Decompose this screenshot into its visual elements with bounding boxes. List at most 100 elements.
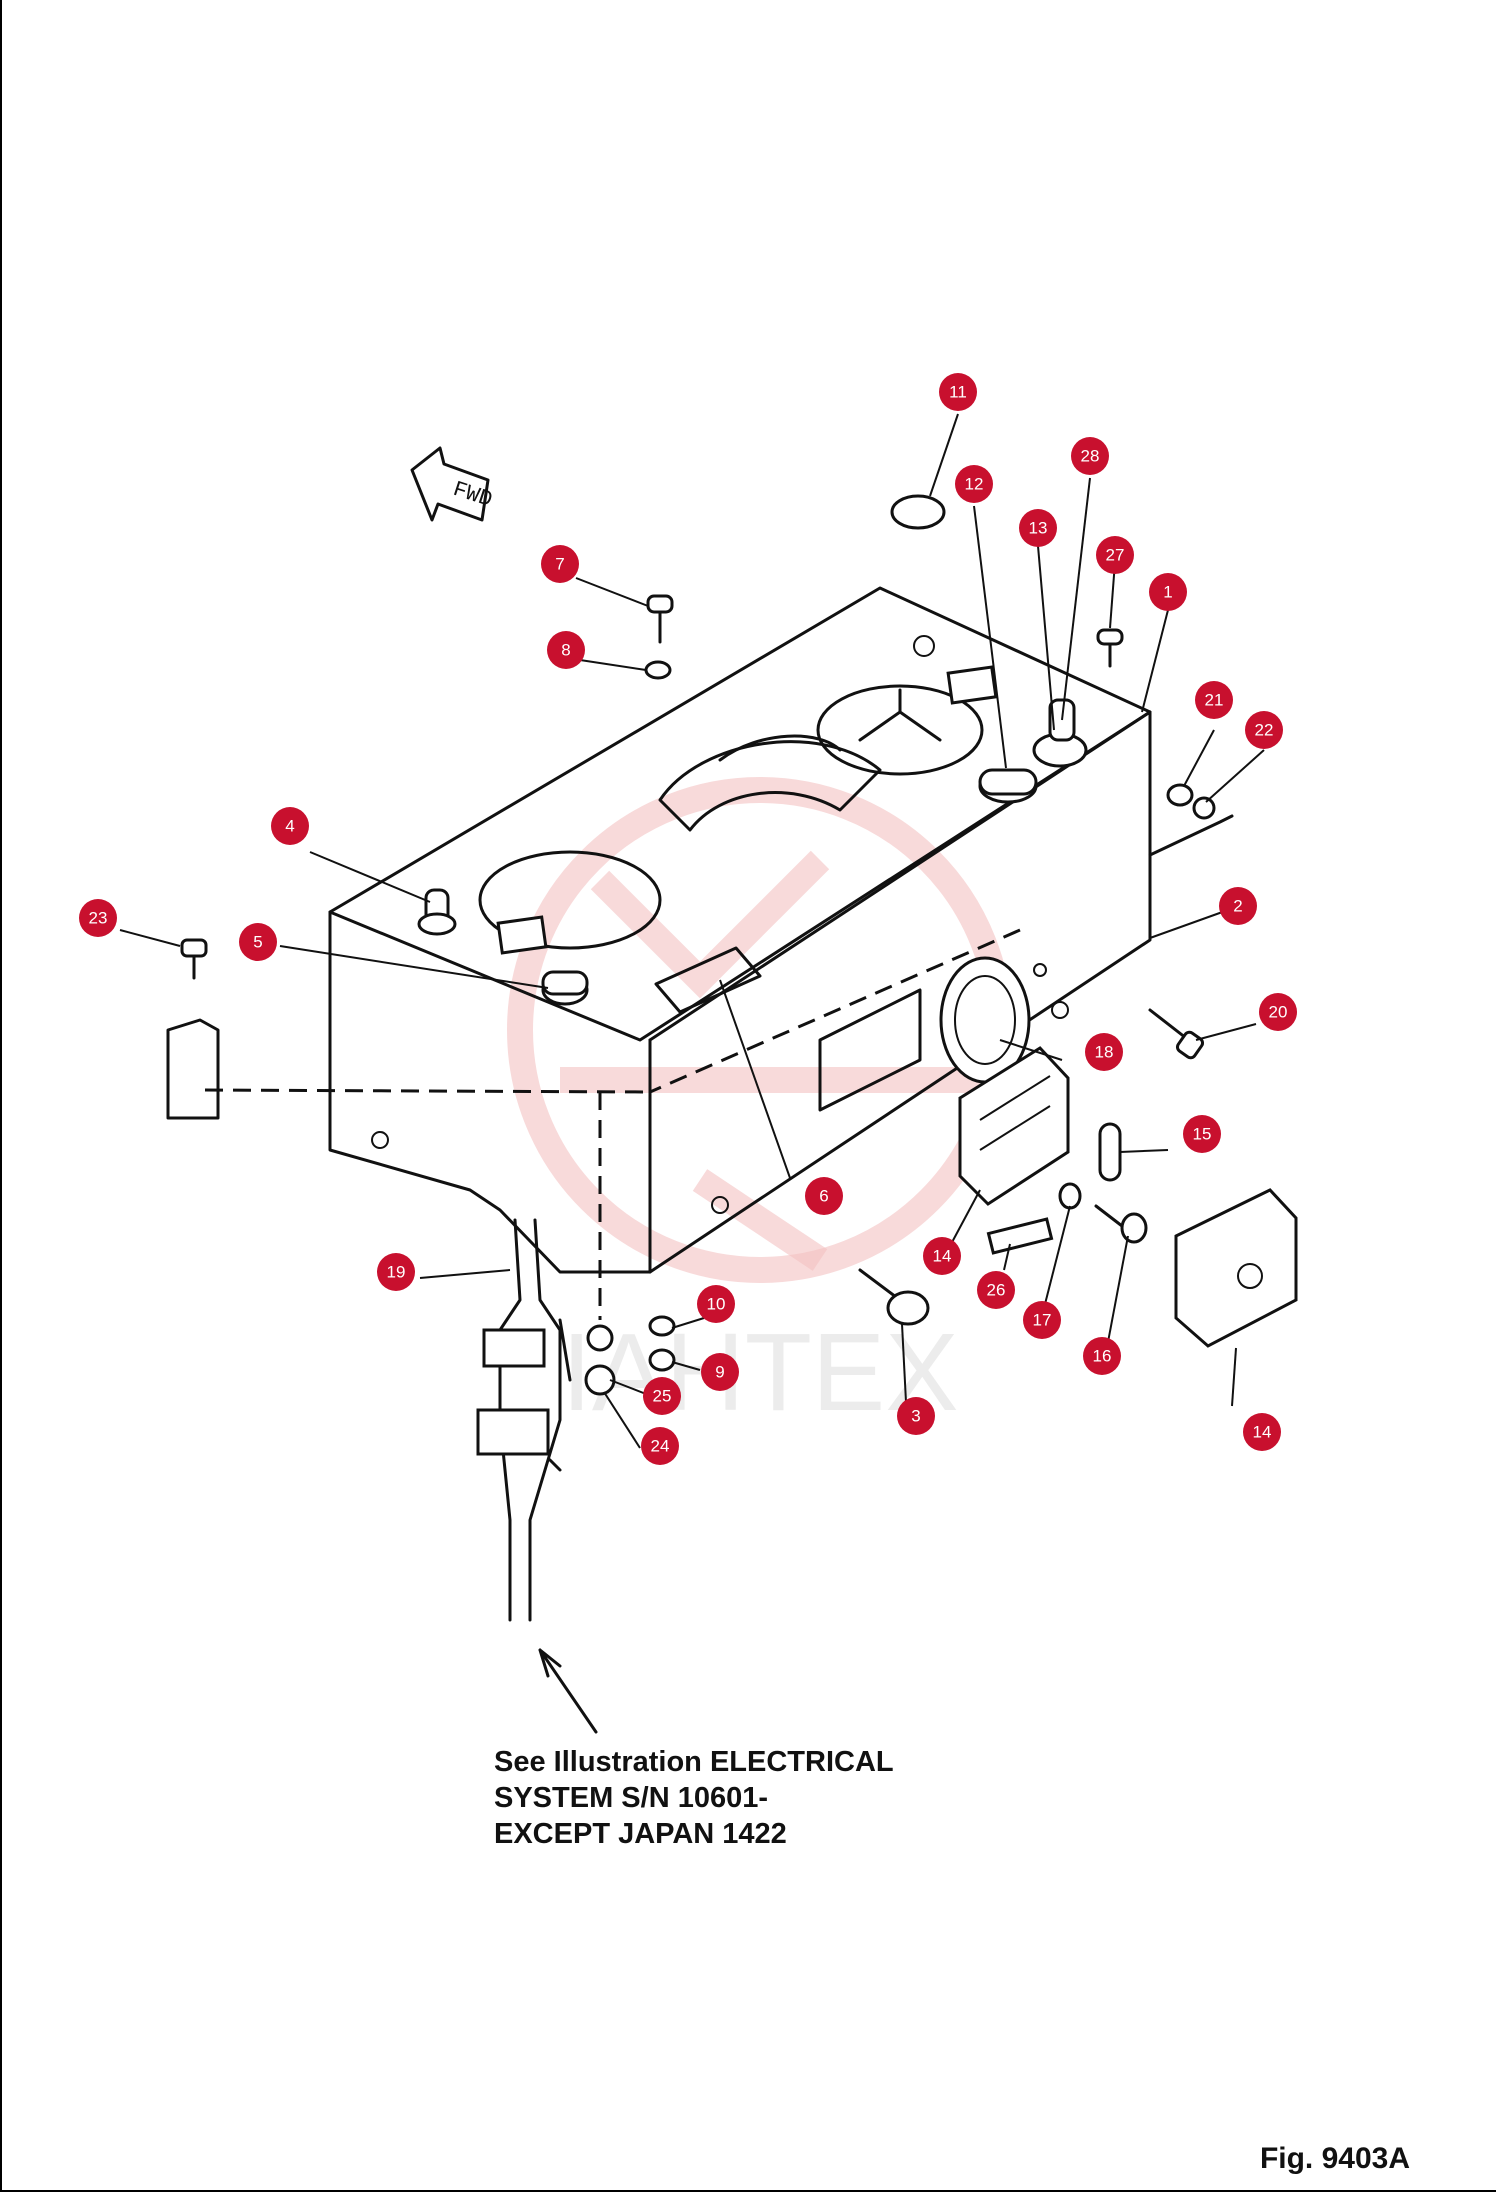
callout-13: 13: [1019, 509, 1057, 547]
callout-circle: [1243, 1413, 1281, 1451]
callout-19: 19: [377, 1253, 415, 1291]
part-screw-16: [1094, 1204, 1148, 1244]
callout-16: 16: [1083, 1337, 1121, 1375]
callout-2: 2: [1219, 887, 1257, 925]
callout-6: 6: [805, 1177, 843, 1215]
callout-number: 27: [1106, 546, 1125, 565]
callout-circle: [1096, 536, 1134, 574]
callout-circle: [1195, 681, 1233, 719]
callout-circle: [1071, 437, 1109, 475]
callout-circle: [805, 1177, 843, 1215]
callout-number: 6: [819, 1187, 828, 1206]
part-plate-26: [986, 1217, 1054, 1255]
callout-number: 17: [1033, 1311, 1052, 1330]
callout-number: 13: [1029, 519, 1048, 538]
callout-number: 16: [1093, 1347, 1112, 1366]
callout-26: 26: [977, 1271, 1015, 1309]
callout-9: 9: [701, 1353, 739, 1391]
callout-number: 24: [651, 1437, 670, 1456]
part-cover-14: [1174, 1188, 1298, 1348]
leader-arrow: [538, 1648, 598, 1734]
console-housing: [166, 586, 1152, 1320]
part-harness-19: [476, 1218, 572, 1622]
callout-circle: [1085, 1033, 1123, 1071]
callout-1: 1: [1149, 573, 1187, 611]
callout-24: 24: [641, 1427, 679, 1465]
callout-circle: [923, 1237, 961, 1275]
callout-number: 25: [653, 1387, 672, 1406]
callout-number: 9: [715, 1363, 724, 1382]
note-line-3: EXCEPT JAPAN 1422: [494, 1818, 787, 1850]
callout-23: 23: [79, 899, 117, 937]
part-toggle-switch: [417, 888, 457, 936]
callout-21: 21: [1195, 681, 1233, 719]
callout-number: 11: [949, 383, 967, 402]
callout-14: 14: [1243, 1413, 1281, 1451]
callout-22: 22: [1245, 711, 1283, 749]
callout-number: 26: [987, 1281, 1006, 1300]
callout-14: 14: [923, 1237, 961, 1275]
callout-7: 7: [541, 545, 579, 583]
callout-circle: [1259, 993, 1297, 1031]
callout-circle: [1149, 573, 1187, 611]
part-screw-7: [646, 594, 674, 644]
callout-5: 5: [239, 923, 277, 961]
callout-8: 8: [547, 631, 585, 669]
callout-number: 2: [1233, 897, 1242, 916]
callout-11: 11: [939, 373, 977, 411]
part-gauge-18: [939, 956, 1031, 1084]
callout-15: 15: [1183, 1115, 1221, 1153]
part-fuse-box-14: [958, 1046, 1070, 1206]
callout-28: 28: [1071, 437, 1109, 475]
callout-27: 27: [1096, 536, 1134, 574]
part-knob: [541, 970, 589, 1006]
callout-number: 14: [1253, 1423, 1272, 1442]
callout-number: 21: [1205, 691, 1224, 710]
callout-number: 22: [1255, 721, 1274, 740]
callout-leaders: [119, 413, 1265, 1449]
callout-20: 20: [1259, 993, 1297, 1031]
callout-circle: [541, 545, 579, 583]
part-washer-22: [1192, 796, 1216, 820]
part-indicator-12: [978, 768, 1038, 804]
callout-circle: [641, 1427, 679, 1465]
callout-number: 7: [555, 555, 564, 574]
callout-circle: [977, 1271, 1015, 1309]
callout-4: 4: [271, 807, 309, 845]
callout-circle: [79, 899, 117, 937]
callout-circle: [1023, 1301, 1061, 1339]
callout-number: 1: [1163, 583, 1172, 602]
part-nut-21: [1166, 783, 1194, 807]
callout-circle: [939, 373, 977, 411]
callout-number: 3: [911, 1407, 920, 1426]
note-line-1: See Illustration ELECTRICAL: [494, 1746, 894, 1778]
watermark-text: IAHTEX: [561, 1311, 958, 1434]
callout-circle: [377, 1253, 415, 1291]
callout-circle: [897, 1397, 935, 1435]
callout-circle: [643, 1377, 681, 1415]
callout-circle: [239, 923, 277, 961]
callout-17: 17: [1023, 1301, 1061, 1339]
callout-circle: [271, 807, 309, 845]
callout-circle: [1019, 509, 1057, 547]
callout-number: 4: [285, 817, 294, 836]
callout-circle: [697, 1285, 735, 1323]
part-screw-23: [180, 938, 208, 980]
callout-number: 20: [1269, 1003, 1288, 1022]
callout-3: 3: [897, 1397, 935, 1435]
part-wire-lead: [1148, 814, 1234, 857]
callout-circle: [1183, 1115, 1221, 1153]
part-screw-27: [1096, 628, 1124, 668]
callout-number: 19: [387, 1263, 406, 1282]
figure-label: Fig. 9403A: [1259, 2142, 1410, 2175]
callout-25: 25: [643, 1377, 681, 1415]
callout-number: 28: [1081, 447, 1100, 466]
callout-number: 12: [965, 475, 984, 494]
part-washers-9-10: [648, 1315, 676, 1372]
part-bolt-20: [1148, 1008, 1205, 1060]
callout-number: 10: [707, 1295, 726, 1314]
callout-circle: [955, 465, 993, 503]
